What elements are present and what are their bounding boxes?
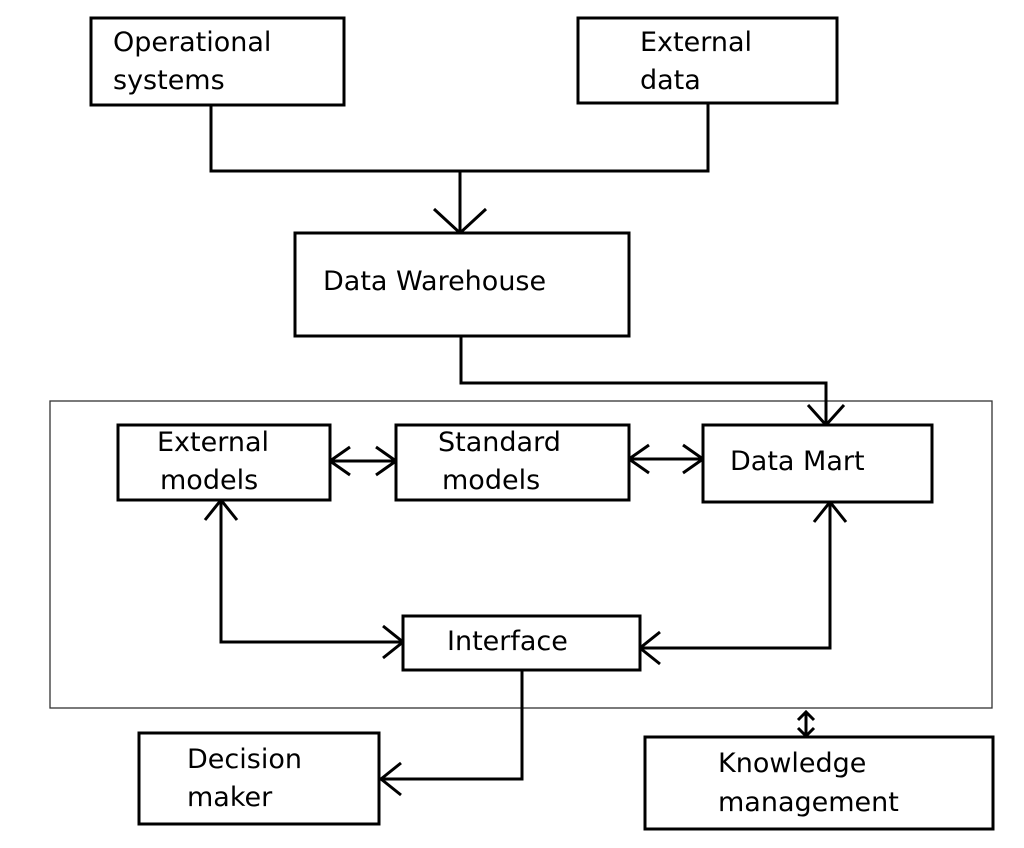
node-data-warehouse-label: Data Warehouse: [323, 266, 546, 297]
node-data-warehouse: Data Warehouse: [293, 231, 631, 338]
node-external-data-label-line-1: External: [640, 27, 752, 58]
node-external-data-box: [576, 16, 839, 105]
node-operational-systems-label-line-1: Operational: [113, 27, 271, 58]
node-standard-models: Standard models: [394, 423, 631, 502]
node-operational-systems: Operational systems: [89, 16, 346, 107]
node-interface-box: [401, 614, 642, 672]
node-interface: Interface: [401, 614, 642, 672]
node-decision-maker-label-line-1: Decision: [187, 744, 302, 775]
node-data-warehouse-box: [293, 231, 631, 338]
node-standard-models-label-line-1: Standard: [438, 427, 561, 458]
node-external-models-label-line-2: models: [160, 465, 258, 496]
node-external-models: External models: [116, 423, 332, 502]
node-standard-models-box: [394, 423, 631, 502]
node-operational-systems-label-line-2: systems: [113, 65, 225, 96]
node-decision-maker: Decision maker: [137, 731, 381, 826]
node-knowledge-management-box: [643, 735, 995, 831]
node-decision-maker-box: [137, 731, 381, 826]
node-knowledge-management-label-line-1: Knowledge: [718, 748, 866, 779]
node-standard-models-label-line-2: models: [442, 465, 540, 496]
node-decision-maker-label-line-2: maker: [187, 782, 273, 813]
node-data-mart: Data Mart: [701, 423, 934, 504]
edge-interface-to-decision-maker: [381, 670, 524, 781]
node-operational-systems-box: [89, 16, 346, 107]
node-external-models-box: [116, 423, 332, 502]
node-data-mart-box: [701, 423, 934, 504]
arrowhead-decision-maker: [378, 761, 402, 797]
node-external-data: External data: [576, 16, 839, 105]
edge-data-mart-to-interface: [640, 502, 832, 650]
node-interface-label: Interface: [447, 626, 568, 657]
edge-operational-to-warehouse: [209, 105, 462, 233]
arrowhead-knowledge-up: [796, 709, 816, 722]
edge-external-data-to-warehouse: [460, 103, 710, 173]
node-knowledge-management: Knowledge management: [643, 735, 995, 831]
node-external-models-label-line-1: External: [157, 427, 269, 458]
edge-warehouse-to-data-mart: [459, 336, 828, 425]
node-external-data-label-line-2: data: [640, 65, 701, 96]
node-knowledge-management-label-line-2: management: [718, 787, 899, 818]
node-data-mart-label: Data Mart: [730, 446, 865, 477]
edge-external-models-to-interface: [219, 500, 403, 644]
